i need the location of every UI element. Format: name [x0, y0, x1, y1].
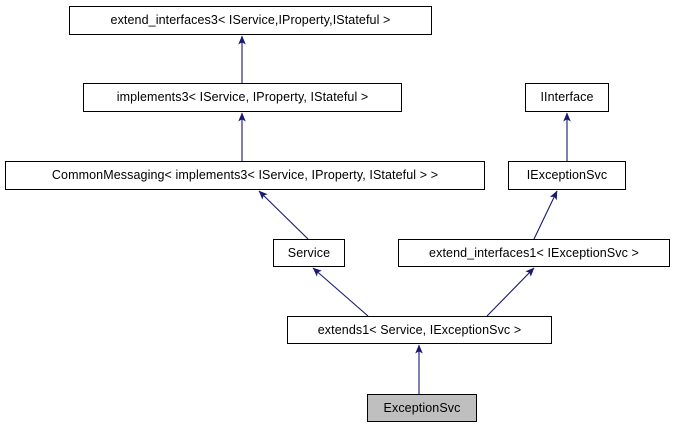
node-extend-interfaces3[interactable]: extend_interfaces3< IService,IProperty,I…	[69, 6, 432, 35]
node-iinterface[interactable]: IInterface	[525, 83, 609, 112]
edge-extend_interfaces1-to-IExceptionSvc	[533, 190, 558, 240]
edge-extends1-to-Service	[312, 267, 369, 317]
node-label: CommonMessaging< implements3< IService, …	[51, 168, 439, 183]
node-service[interactable]: Service	[273, 239, 345, 267]
node-exceptionsvc[interactable]: ExceptionSvc	[367, 394, 477, 422]
edge-Service-to-CommonMessaging	[258, 190, 309, 240]
node-commonmessaging[interactable]: CommonMessaging< implements3< IService, …	[5, 161, 485, 190]
node-label: IExceptionSvc	[526, 168, 608, 183]
node-label: implements3< IService, IProperty, IState…	[116, 90, 369, 105]
node-label: extend_interfaces3< IService,IProperty,I…	[110, 13, 391, 28]
node-label: IInterface	[540, 90, 594, 105]
edge-group	[238, 35, 571, 394]
node-extend-interfaces1[interactable]: extend_interfaces1< IExceptionSvc >	[398, 239, 670, 267]
node-label: extend_interfaces1< IExceptionSvc >	[429, 245, 639, 260]
node-label: extends1< Service, IExceptionSvc >	[317, 322, 522, 337]
node-implements3[interactable]: implements3< IService, IProperty, IState…	[83, 83, 402, 112]
node-iexceptionsvc[interactable]: IExceptionSvc	[508, 161, 626, 190]
node-label: Service	[287, 245, 331, 260]
node-label: ExceptionSvc	[383, 400, 461, 415]
edge-extends1-to-extend_interfaces1	[486, 267, 535, 317]
node-extends1[interactable]: extends1< Service, IExceptionSvc >	[287, 316, 552, 344]
